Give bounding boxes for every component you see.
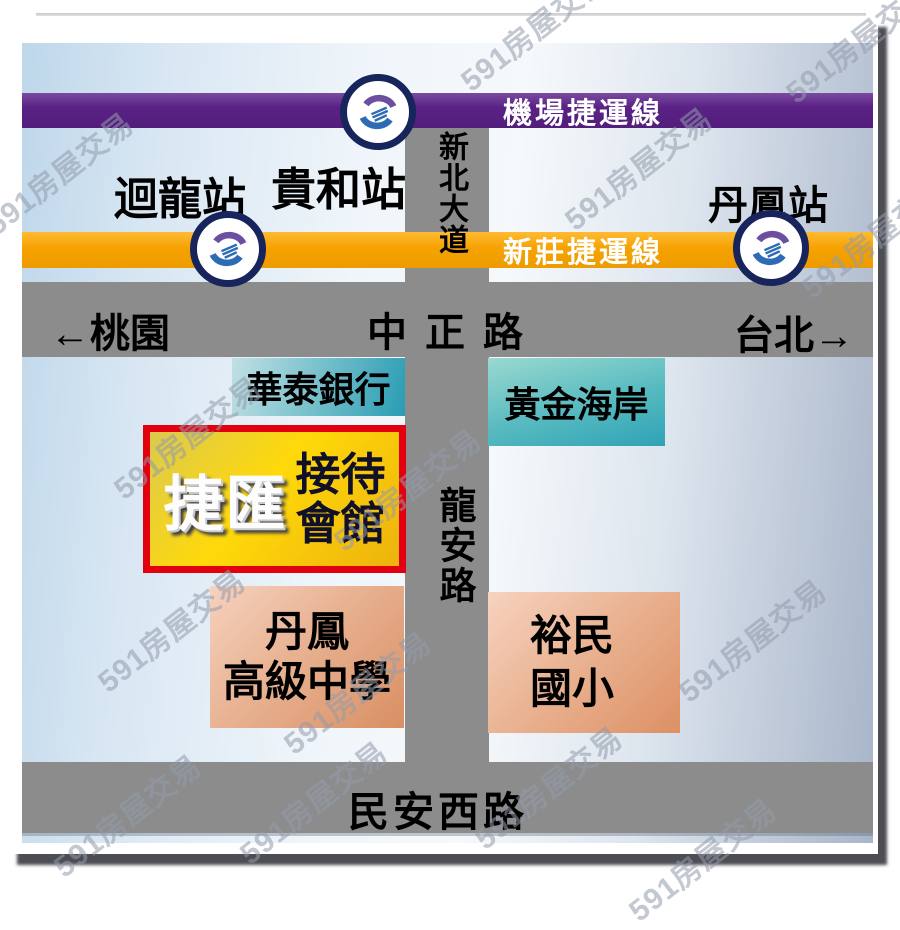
minan-west-road-label: 民安西路 (348, 789, 528, 835)
location-map: 機場捷運線 新莊捷運線 迴龍站 貴和站 丹鳳站 (22, 43, 873, 843)
place-huatai-bank: 華泰銀行 (232, 358, 405, 416)
yumin-line1: 裕民 (530, 612, 615, 659)
landmark-desc-line2: 會館 (295, 498, 386, 549)
landmark-description: 接待 會館 (295, 448, 386, 549)
airport-mrt-line-label: 機場捷運線 (503, 97, 664, 130)
road-zhongzheng (22, 282, 873, 357)
landmark-jiehui-reception-hall: 捷匯 接待 會館 (143, 425, 406, 573)
place-golden-coast: 黃金海岸 (488, 358, 665, 446)
place-danfeng-senior-high: 丹鳳 高級中學 (210, 586, 404, 728)
zhongzheng-road-label: 中正路 (367, 311, 541, 355)
danfeng-high-line2: 高級中學 (222, 658, 391, 705)
direction-west-taoyuan: ←桃園 (50, 312, 170, 356)
map-photo-frame: 機場捷運線 新莊捷運線 迴龍站 貴和站 丹鳳站 (8, 16, 878, 854)
mrt-logo-icon (340, 74, 416, 150)
mrt-logo-icon (733, 210, 809, 286)
mrt-logo-icon (190, 211, 266, 287)
direction-east-taipei: 台北→ (734, 314, 854, 358)
xinbei-boulevard-label: 新北大道 (434, 131, 467, 255)
golden-coast-label: 黃金海岸 (504, 384, 649, 425)
place-yumin-elementary: 裕民 國小 (488, 592, 680, 733)
guihe-station-label: 貴和站 (271, 164, 407, 215)
landmark-desc-line1: 接待 (295, 448, 386, 500)
airport-mrt-line-bar: 機場捷運線 (22, 93, 873, 130)
danfeng-high-line1: 丹鳳 (264, 607, 349, 655)
landmark-name: 捷匯 (163, 470, 288, 538)
longan-road-label: 龍安路 (434, 486, 475, 606)
road-minan-west (22, 762, 873, 833)
road-longan (405, 357, 489, 762)
yumin-line2: 國小 (530, 664, 615, 712)
xinzhuang-mrt-line-bar: 新莊捷運線 (22, 232, 873, 269)
xinzhuang-mrt-line-label: 新莊捷運線 (503, 237, 664, 269)
huatai-bank-label: 華泰銀行 (246, 369, 391, 410)
